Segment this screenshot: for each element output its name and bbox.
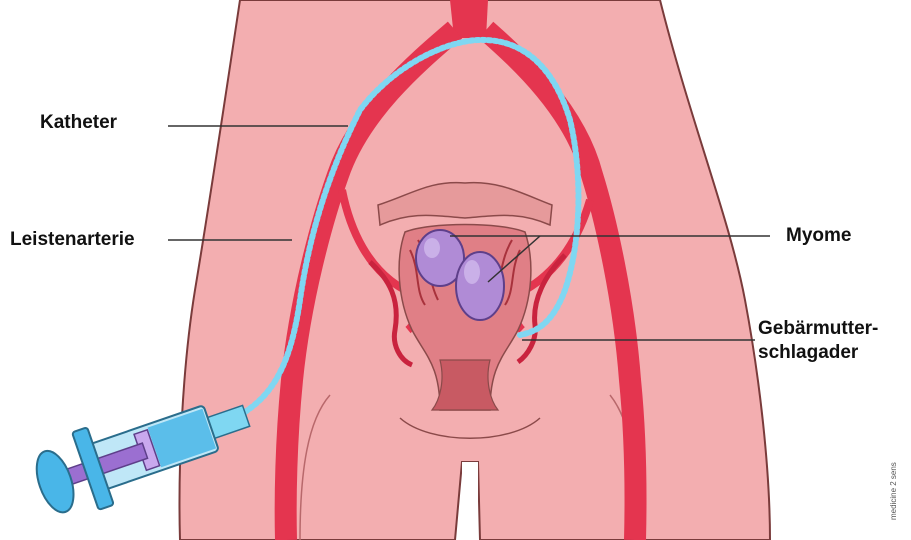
fibroid-upper-highlight xyxy=(424,238,440,258)
image-credit: medicine 2 sens xyxy=(889,462,898,520)
leg-gap xyxy=(462,462,478,540)
label-katheter: Katheter xyxy=(40,112,117,134)
fibroid-lower xyxy=(456,252,504,320)
label-myome: Myome xyxy=(786,225,851,247)
cervix xyxy=(432,360,498,410)
label-gebaermutterschlagader-line2: schlagader xyxy=(758,342,858,364)
label-gebaermutterschlagader-line1: Gebärmutter- xyxy=(758,318,878,340)
fibroid-lower-highlight xyxy=(464,260,480,284)
label-leistenarterie: Leistenarterie xyxy=(10,229,135,251)
